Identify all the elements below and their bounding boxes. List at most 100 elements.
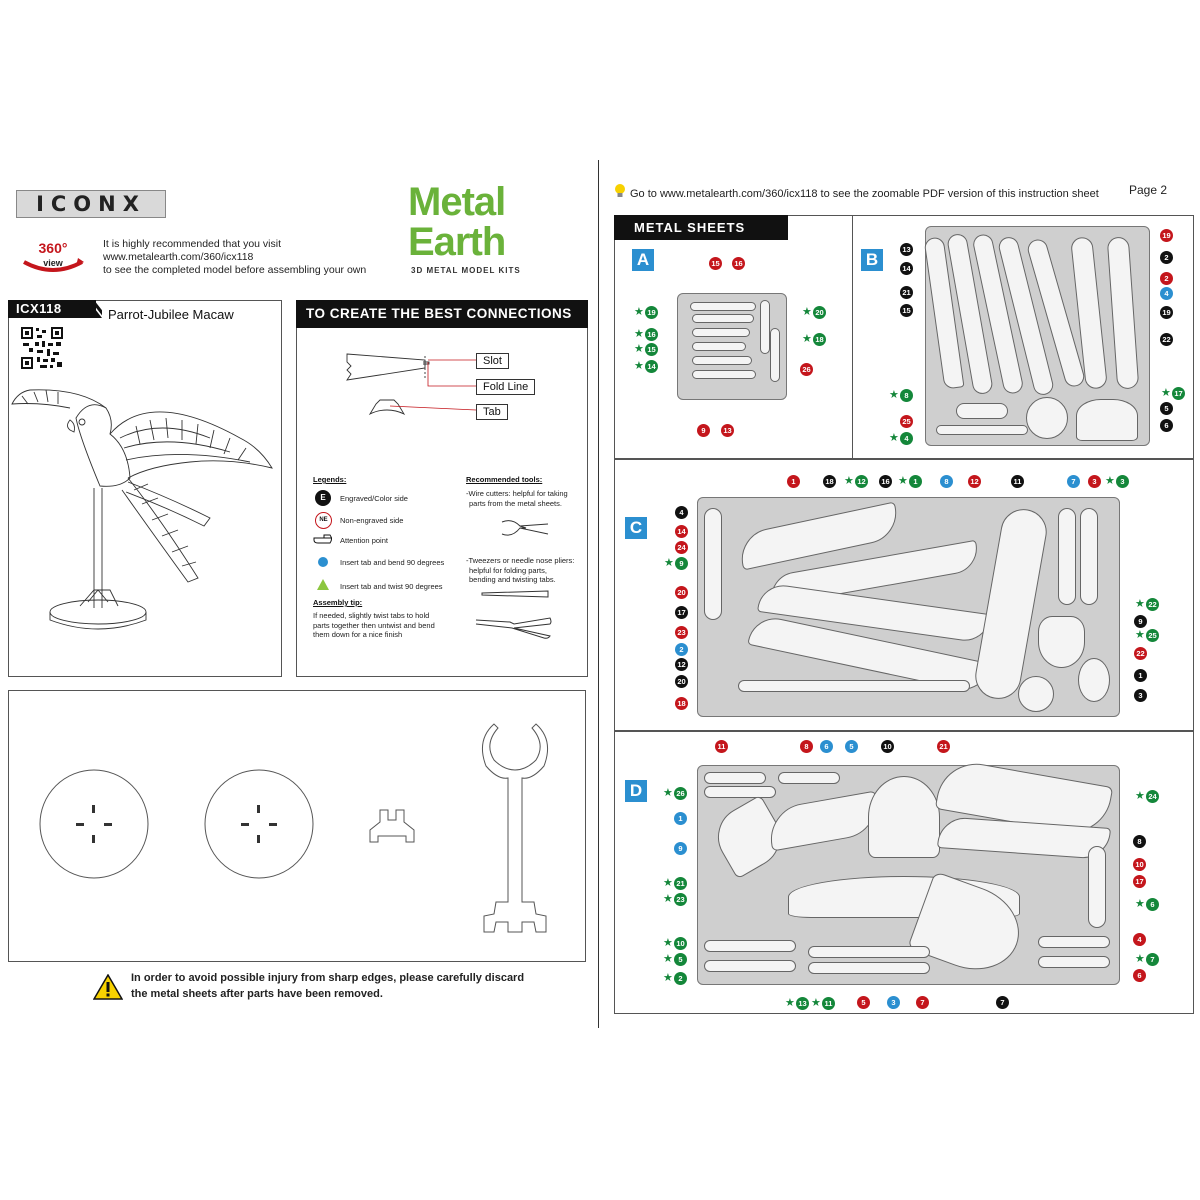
- logo-view-text: view: [43, 258, 64, 268]
- stand-clip-part: [369, 809, 415, 843]
- part-number-6: 6: [1146, 898, 1159, 911]
- non-engraved-icon: NE: [315, 512, 332, 529]
- metal-earth-logo: Metal Earth: [408, 182, 506, 264]
- metal-earth-line-2: Earth: [408, 220, 506, 264]
- sheet-a-part: [760, 300, 770, 354]
- part-number-19: 19: [1160, 229, 1173, 242]
- model-code: ICX118: [8, 300, 96, 318]
- part-number-16: 16: [645, 328, 658, 341]
- page-divider: [598, 160, 599, 1028]
- part-number-21: 21: [937, 740, 950, 753]
- part-number-5: 5: [1160, 402, 1173, 415]
- part-number-3: 3: [1088, 475, 1101, 488]
- part-number-19: 19: [1160, 306, 1173, 319]
- star-icon: ★: [898, 475, 908, 487]
- star-icon: ★: [634, 343, 644, 355]
- part-number-22: 22: [1160, 333, 1173, 346]
- recommend-line-1: It is highly recommended that you visit: [103, 238, 281, 250]
- sheet-c-part: [1078, 658, 1110, 702]
- part-number-2: 2: [675, 643, 688, 656]
- sheet-c-label: C: [625, 517, 647, 539]
- slot-leader-line: [427, 359, 476, 387]
- legend-engraved: Engraved/Color side: [340, 494, 408, 503]
- tool-wire-cutters: -Wire cutters: helpful for taking parts …: [466, 489, 568, 508]
- assembly-tip-line-1: If needed, slightly twist tabs to hold: [313, 611, 430, 620]
- part-number-25: 25: [1146, 629, 1159, 642]
- sheet-b-plate: [923, 226, 1150, 446]
- assembly-tip-line-3: them down for a nice finish: [313, 630, 403, 639]
- part-number-11: 11: [715, 740, 728, 753]
- sheet-d-plate: [697, 757, 1120, 985]
- star-icon: ★: [663, 972, 673, 984]
- star-icon: ★: [811, 997, 821, 1009]
- part-number-7: 7: [1146, 953, 1159, 966]
- sheet-a-part: [692, 342, 746, 351]
- sheet-a-part: [692, 370, 756, 379]
- warning-line-2: the metal sheets after parts have been r…: [131, 988, 383, 1000]
- part-number-26: 26: [800, 363, 813, 376]
- tool-2-line-2: helpful for folding parts,: [469, 565, 547, 575]
- qr-code-icon[interactable]: [20, 326, 64, 370]
- part-number-24: 24: [1146, 790, 1159, 803]
- metal-sheets-title: METAL SHEETS: [614, 215, 788, 240]
- iconx-logo: ICONX: [16, 190, 166, 218]
- part-number-10: 10: [1133, 858, 1146, 871]
- star-icon: ★: [634, 328, 644, 340]
- part-number-16: 16: [879, 475, 892, 488]
- zoomable-pdf-link[interactable]: Go to www.metalearth.com/360/icx118 to s…: [630, 188, 1099, 200]
- sheet-a-label: A: [632, 249, 654, 271]
- sheet-c-plate: [697, 497, 1120, 717]
- sheet-d-label: D: [625, 780, 647, 802]
- part-number-10: 10: [674, 937, 687, 950]
- part-number-6: 6: [1133, 969, 1146, 982]
- part-number-14: 14: [675, 525, 688, 538]
- sheet-b-label: B: [861, 249, 883, 271]
- star-icon: ★: [663, 893, 673, 905]
- sheets-ab-divider: [852, 215, 853, 459]
- assembly-tip: If needed, slightly twist tabs to hold p…: [313, 611, 435, 640]
- sheet-c-part: [738, 680, 970, 692]
- recommend-text: It is highly recommended that you visit …: [103, 238, 366, 277]
- part-number-26: 26: [674, 787, 687, 800]
- star-icon: ★: [634, 306, 644, 318]
- tool-1-line-1: -Wire cutters: helpful for taking: [466, 489, 568, 498]
- sheet-a-part: [692, 356, 752, 365]
- part-number-9: 9: [675, 557, 688, 570]
- legend-bend: Insert tab and bend 90 degrees: [340, 558, 445, 567]
- star-icon: ★: [889, 432, 899, 444]
- part-number-18: 18: [823, 475, 836, 488]
- part-number-2: 2: [1160, 251, 1173, 264]
- recommend-link[interactable]: www.metalearth.com/360/icx118: [103, 251, 254, 263]
- part-number-12: 12: [968, 475, 981, 488]
- star-icon: ★: [1135, 953, 1145, 965]
- sheet-a-part: [690, 302, 756, 311]
- tool-tweezers: -Tweezers or needle nose pliers: helpful…: [466, 556, 574, 585]
- tweezers-icon: [481, 590, 549, 598]
- legends-title: Legends:: [313, 475, 347, 484]
- part-number-17: 17: [1133, 875, 1146, 888]
- part-number-3: 3: [887, 996, 900, 1009]
- part-number-20: 20: [813, 306, 826, 319]
- part-number-15: 15: [900, 304, 913, 317]
- attention-hand-icon: [313, 534, 332, 544]
- sheet-d-part: [1038, 936, 1110, 948]
- part-number-8: 8: [900, 389, 913, 402]
- part-number-7: 7: [996, 996, 1009, 1009]
- star-icon: ★: [1105, 475, 1115, 487]
- legend-twist: Insert tab and twist 90 degrees: [340, 582, 443, 591]
- part-number-18: 18: [813, 333, 826, 346]
- part-number-21: 21: [900, 286, 913, 299]
- part-number-18: 18: [675, 697, 688, 710]
- sheet-d-part: [868, 776, 940, 858]
- part-number-4: 4: [675, 506, 688, 519]
- sheet-d-part: [1038, 956, 1110, 968]
- part-number-14: 14: [645, 360, 658, 373]
- sheet-d-part: [765, 790, 883, 852]
- part-number-3: 3: [1134, 689, 1147, 702]
- star-icon: ★: [785, 997, 795, 1009]
- stand-base-part-2: [204, 769, 314, 879]
- part-number-6: 6: [1160, 419, 1173, 432]
- part-number-7: 7: [916, 996, 929, 1009]
- part-number-3: 3: [1116, 475, 1129, 488]
- sheet-d-part: [704, 786, 776, 798]
